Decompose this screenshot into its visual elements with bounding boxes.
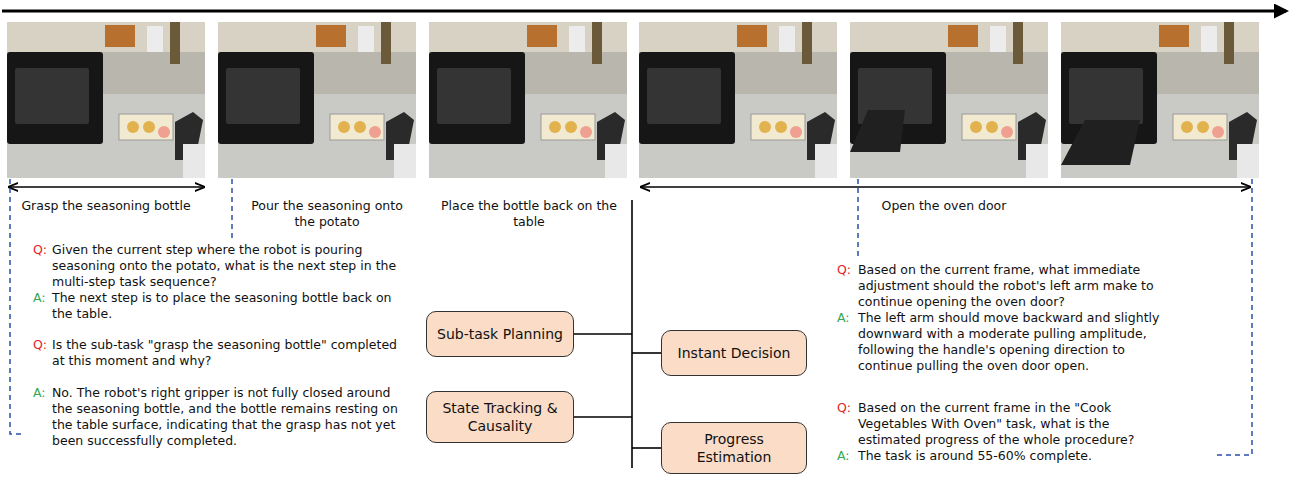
task-type-box: Instant Decision [661, 330, 807, 376]
dashed-pointer [857, 179, 859, 257]
qa-marker: Q: [837, 400, 851, 416]
qa-text: No. The robot's right gripper is not ful… [52, 385, 402, 449]
video-frame [218, 22, 416, 178]
qa-text: Given the current step where the robot i… [52, 242, 402, 290]
open-oven-door [1061, 120, 1140, 165]
video-frame [639, 22, 837, 178]
step-caption: Pour the seasoning onto the potato [240, 198, 414, 230]
box-title: Sub-task Planning [437, 325, 563, 343]
video-frame [7, 22, 205, 178]
box-title: Progress Estimation [670, 430, 798, 466]
qa-text: The left arm should move backward and sl… [858, 310, 1170, 374]
qa-text: Is the sub-task "grasp the seasoning bot… [52, 337, 402, 369]
grouping-bracket [574, 416, 632, 418]
qa-marker: A: [33, 290, 46, 306]
qa-text: The next step is to place the seasoning … [52, 290, 402, 322]
qa-text: Based on the current frame, what immedia… [858, 262, 1170, 310]
dashed-pointer [231, 179, 233, 240]
task-type-box: Progress Estimation [661, 422, 807, 474]
grouping-bracket [632, 447, 661, 449]
time-arrow [2, 10, 1286, 13]
qa-marker: Q: [33, 242, 47, 258]
task-type-box: Sub-task Planning [426, 311, 574, 357]
qa-marker: Q: [33, 337, 47, 353]
box-title: Instant Decision [678, 344, 791, 362]
video-frame [1061, 22, 1259, 178]
qa-marker: Q: [837, 262, 851, 278]
task-type-box: State Tracking & Causality [426, 391, 574, 443]
dashed-pointer [10, 179, 24, 434]
box-title: State Tracking & Causality [435, 399, 565, 435]
open-oven-door [850, 110, 905, 152]
step-caption: Place the bottle back on the table [436, 198, 622, 230]
grouping-bracket [632, 352, 661, 354]
span-bracket [641, 186, 1250, 188]
qa-text: The task is around 55-60% complete. [858, 448, 1170, 464]
grouping-bracket [574, 333, 632, 335]
step-caption: Open the oven door [844, 198, 1044, 214]
qa-marker: A: [33, 385, 46, 401]
video-frame [429, 22, 627, 178]
span-bracket [9, 186, 204, 188]
qa-marker: A: [837, 310, 850, 326]
step-caption: Grasp the seasoning bottle [7, 198, 205, 214]
qa-text: Based on the current frame in the "Cook … [858, 400, 1170, 448]
qa-marker: A: [837, 448, 850, 464]
video-frame [850, 22, 1048, 178]
dashed-pointer [1215, 179, 1252, 455]
